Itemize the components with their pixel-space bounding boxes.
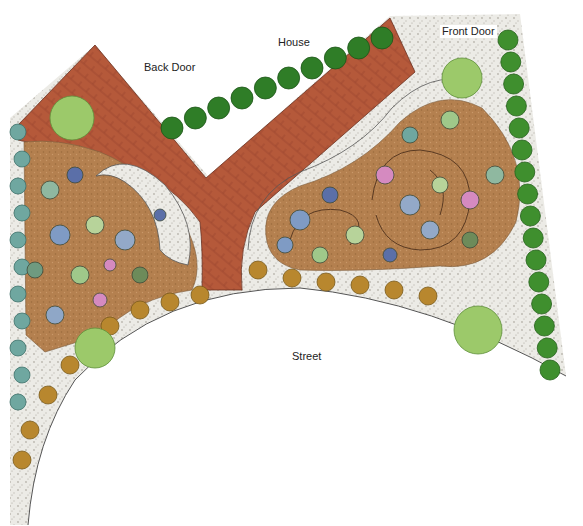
orange-shrub	[191, 286, 209, 304]
feathery-shrub	[75, 328, 115, 368]
teal-plant	[14, 313, 30, 329]
bed-plant	[322, 187, 338, 203]
bed-plant	[115, 230, 135, 250]
bed-plant	[104, 259, 116, 271]
boundary-shrub	[520, 206, 540, 226]
left-planting-bed	[24, 141, 197, 352]
hedge-shrub	[278, 67, 300, 89]
hedge-shrub	[184, 107, 206, 129]
orange-shrub	[61, 356, 79, 374]
orange-shrub	[161, 293, 179, 311]
teal-plant	[14, 151, 30, 167]
feathery-shrub	[50, 96, 94, 140]
street-edge	[28, 288, 566, 525]
bed-plant	[67, 167, 83, 183]
teal-plant	[10, 124, 26, 140]
orange-shrub	[249, 261, 267, 279]
gravel-ground	[10, 14, 566, 525]
orange-shrub	[385, 281, 403, 299]
hedge-shrub	[231, 87, 253, 109]
boundary-shrub	[534, 316, 554, 336]
orange-shrub	[39, 386, 57, 404]
hedge-shrub	[161, 117, 183, 139]
place-label: Front Door	[440, 25, 497, 38]
place-label: Street	[290, 350, 323, 363]
bed-plant	[402, 127, 418, 143]
boundary-shrub	[523, 228, 543, 248]
boundary-shrub	[532, 294, 552, 314]
bed-plant	[461, 191, 479, 209]
bed-plant	[290, 210, 310, 230]
bed-plant	[277, 237, 293, 253]
bed-plant	[86, 216, 104, 234]
orange-shrub	[13, 451, 31, 469]
hedge-shrub	[254, 77, 276, 99]
boundary-shrub	[537, 338, 557, 358]
boundary-shrub	[504, 74, 524, 94]
bed-plant	[27, 262, 43, 278]
teal-plant	[10, 394, 26, 410]
boundary-shrub	[512, 140, 532, 160]
bed-plant	[421, 221, 439, 239]
bed-path-lines	[290, 150, 470, 250]
feathery-shrub	[442, 58, 482, 98]
boundary-shrub	[518, 184, 538, 204]
teal-plant	[14, 205, 30, 221]
boundary-shrub	[509, 118, 529, 138]
boundary-shrub	[529, 272, 549, 292]
hedge-shrub	[208, 97, 230, 119]
boundary-shrub	[498, 30, 518, 50]
boundary-shrub	[540, 360, 560, 380]
bed-plant	[400, 195, 420, 215]
right-planting-bed	[266, 100, 520, 271]
teal-plant	[10, 178, 26, 194]
teal-plant	[10, 286, 26, 302]
hedge-shrub	[324, 47, 346, 69]
bed-plant	[383, 248, 397, 262]
hedge-shrub	[301, 57, 323, 79]
boundary-shrub	[506, 96, 526, 116]
bed-plant	[432, 177, 448, 193]
feathery-shrub	[454, 306, 502, 354]
bed-plant	[71, 266, 89, 284]
boundary-shrub	[501, 52, 521, 72]
bed-plant	[462, 232, 478, 248]
hedge-shrub	[348, 37, 370, 59]
bed-plant	[441, 111, 459, 129]
bed-plant	[346, 226, 364, 244]
orange-shrub	[317, 273, 335, 291]
bed-plant	[486, 166, 504, 184]
boundary-shrub	[515, 162, 535, 182]
orange-shrub	[21, 421, 39, 439]
orange-shrub	[419, 287, 437, 305]
bed-plant	[132, 267, 148, 283]
gravel-crescent	[96, 164, 190, 265]
teal-plant	[10, 232, 26, 248]
orange-shrub	[283, 269, 301, 287]
hedge-shrub	[371, 27, 393, 49]
teal-plant	[14, 367, 30, 383]
orange-shrub	[131, 301, 149, 319]
bed-plant	[154, 209, 166, 221]
orange-shrub	[351, 276, 369, 294]
place-label: House	[276, 36, 312, 49]
place-label: Back Door	[142, 61, 197, 74]
bed-plant	[41, 181, 59, 199]
bed-plant	[312, 247, 328, 263]
bed-plant	[50, 225, 70, 245]
gravel-arc	[248, 79, 470, 250]
teal-plant	[10, 340, 26, 356]
boundary-shrub	[526, 250, 546, 270]
bed-plant	[93, 293, 107, 307]
bed-plant	[376, 166, 394, 184]
bed-plant	[46, 306, 64, 324]
